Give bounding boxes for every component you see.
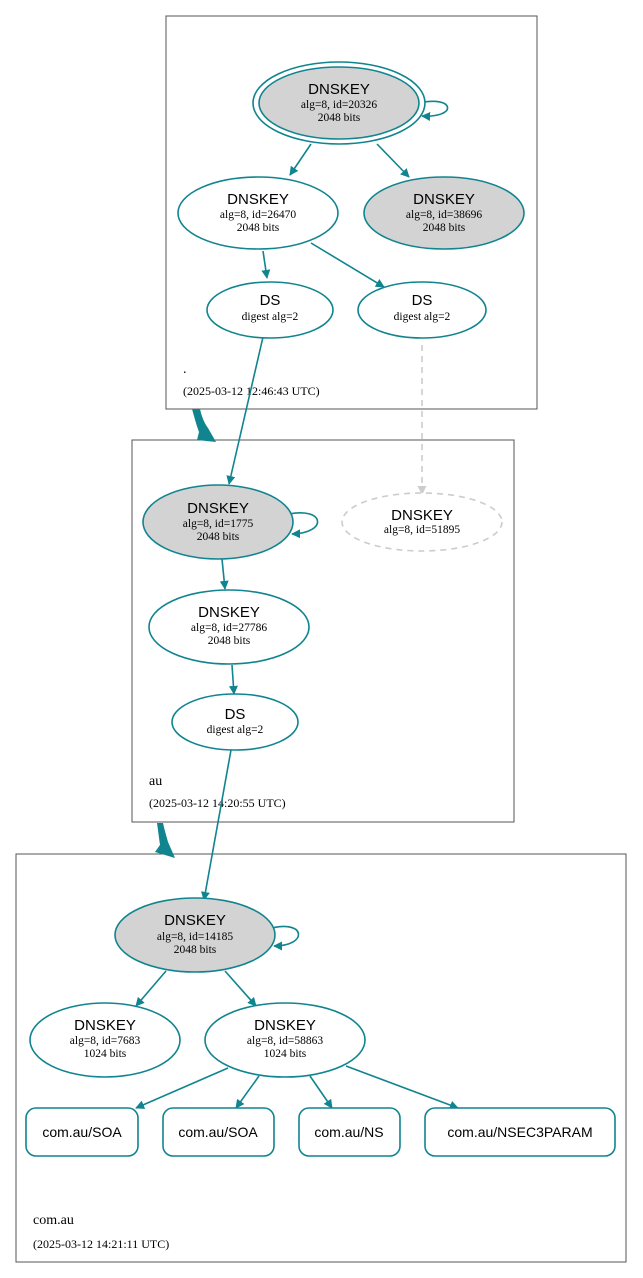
node-comau-zsk2-title: DNSKEY <box>254 1017 316 1034</box>
edge-root-ksk-self <box>418 100 449 121</box>
node-au-ds-line1: digest alg=2 <box>207 724 264 736</box>
edge-comau-zsk2-nsec3param <box>345 1065 459 1110</box>
node-au-ds[interactable]: DS digest alg=2 <box>171 693 299 751</box>
edge-comau-ksk-self <box>271 925 300 951</box>
node-root-zsk[interactable]: DNSKEY alg=8, id=26470 2048 bits <box>177 176 339 250</box>
node-comau-zsk2-line1: alg=8, id=58863 <box>247 1035 323 1047</box>
zone-comau-name: com.au <box>33 1213 74 1228</box>
rrset-ns[interactable]: com.au/NS <box>298 1107 401 1157</box>
node-root-k2-line1: alg=8, id=38696 <box>406 209 482 221</box>
node-root-ds1[interactable]: DS digest alg=2 <box>206 281 334 339</box>
node-comau-zsk1[interactable]: DNSKEY alg=8, id=7683 1024 bits <box>29 1002 181 1078</box>
zone-comau-timestamp: (2025-03-12 14:21:11 UTC) <box>33 1237 169 1251</box>
edge-comau-ksk-zsk2 <box>224 970 257 1007</box>
edge-comau-zsk2-soa2 <box>235 1075 260 1109</box>
edge-root-zsk-ds1 <box>261 250 271 279</box>
edge-comau-zsk2-soa1 <box>135 1067 229 1109</box>
node-au-ksk-title: DNSKEY <box>187 500 249 517</box>
edge-au-ds-comau-ksk <box>201 749 232 901</box>
node-root-ksk-line1: alg=8, id=20326 <box>301 99 377 111</box>
node-au-ksk-line2: 2048 bits <box>197 531 240 543</box>
rrset-nsec3param-label: com.au/NSEC3PARAM <box>447 1124 592 1140</box>
rrset-soa-1-label: com.au/SOA <box>42 1124 122 1140</box>
edge-comau-zsk2-ns <box>309 1075 333 1109</box>
rrset-nsec3param[interactable]: com.au/NSEC3PARAM <box>424 1107 616 1157</box>
node-comau-zsk1-line2: 1024 bits <box>84 1048 127 1060</box>
node-au-zsk[interactable]: DNSKEY alg=8, id=27786 2048 bits <box>148 589 310 665</box>
edge-comau-ksk-zsk1 <box>135 970 167 1007</box>
node-au-ds-title: DS <box>225 706 246 723</box>
edge-au-ksk-zsk <box>219 558 229 590</box>
rrset-soa-1[interactable]: com.au/SOA <box>25 1107 139 1157</box>
node-root-ds2[interactable]: DS digest alg=2 <box>357 281 487 339</box>
edge-au-zsk-ds <box>228 664 238 695</box>
node-comau-zsk1-line1: alg=8, id=7683 <box>70 1035 141 1047</box>
node-root-ksk-title: DNSKEY <box>308 81 370 98</box>
node-root-ds2-title: DS <box>412 292 433 309</box>
node-comau-zsk2-line2: 1024 bits <box>264 1048 307 1060</box>
node-comau-ksk-line1: alg=8, id=14185 <box>157 931 233 943</box>
node-au-missing-title: DNSKEY <box>391 507 453 524</box>
node-au-zsk-line1: alg=8, id=27786 <box>191 622 267 634</box>
edge-root-zsk-ds2 <box>310 242 385 288</box>
node-comau-ksk-title: DNSKEY <box>164 912 226 929</box>
rrset-soa-2[interactable]: com.au/SOA <box>162 1107 275 1157</box>
node-root-ds2-line1: digest alg=2 <box>394 311 451 323</box>
node-root-k2[interactable]: DNSKEY alg=8, id=38696 2048 bits <box>363 176 525 250</box>
node-comau-ksk[interactable]: DNSKEY alg=8, id=14185 2048 bits <box>114 897 276 973</box>
edge-root-ds1-au-ksk <box>226 336 264 485</box>
node-au-zsk-title: DNSKEY <box>198 604 260 621</box>
node-root-zsk-line1: alg=8, id=26470 <box>220 209 296 221</box>
node-root-k2-title: DNSKEY <box>413 191 475 208</box>
node-root-k2-line2: 2048 bits <box>423 222 466 234</box>
node-au-missing-line1: alg=8, id=51895 <box>384 524 460 536</box>
node-comau-ksk-line2: 2048 bits <box>174 944 217 956</box>
node-root-zsk-line2: 2048 bits <box>237 222 280 234</box>
zone-au-name: au <box>149 774 162 789</box>
node-comau-zsk2[interactable]: DNSKEY alg=8, id=58863 1024 bits <box>204 1002 366 1078</box>
rrset-soa-2-label: com.au/SOA <box>178 1124 258 1140</box>
node-root-ksk-line2: 2048 bits <box>318 112 361 124</box>
node-root-ds1-line1: digest alg=2 <box>242 311 299 323</box>
node-au-ksk-line1: alg=8, id=1775 <box>183 518 254 530</box>
node-au-ksk[interactable]: DNSKEY alg=8, id=1775 2048 bits <box>142 484 294 560</box>
node-au-zsk-line2: 2048 bits <box>208 635 251 647</box>
delegation-root-au <box>192 409 216 442</box>
zone-root-name: . <box>183 362 187 377</box>
zone-au-timestamp: (2025-03-12 14:20:55 UTC) <box>149 796 286 810</box>
edge-au-ksk-self <box>288 512 319 539</box>
node-root-zsk-title: DNSKEY <box>227 191 289 208</box>
node-root-ksk[interactable]: DNSKEY alg=8, id=20326 2048 bits <box>252 61 426 145</box>
node-comau-zsk1-title: DNSKEY <box>74 1017 136 1034</box>
node-root-ds1-title: DS <box>260 292 281 309</box>
node-au-missing[interactable]: DNSKEY alg=8, id=51895 <box>341 492 503 552</box>
edge-root-ksk-zsk <box>289 143 312 176</box>
edge-root-ksk-k2 <box>376 143 410 178</box>
rrset-ns-label: com.au/NS <box>314 1124 383 1140</box>
delegation-au-comau <box>155 823 175 858</box>
